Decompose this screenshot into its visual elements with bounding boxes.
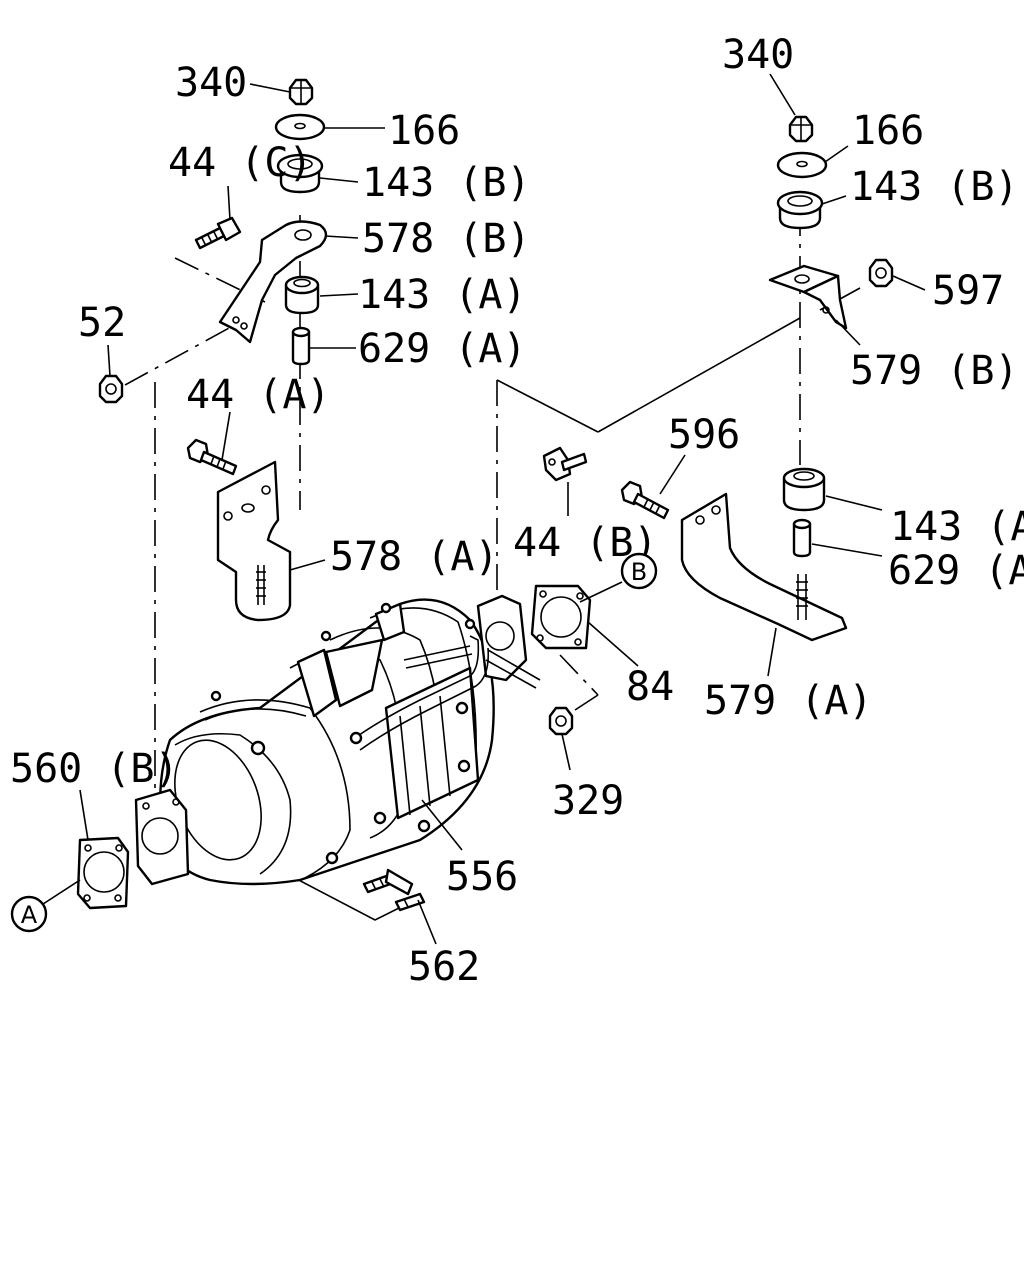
label-166-left: 166 — [388, 108, 460, 154]
bushing-143b-right — [776, 190, 824, 230]
label-143a-right: 143 (A) — [890, 504, 1024, 550]
ref-marker-a-letter: A — [21, 901, 38, 929]
label-629a-left: 629 (A) — [358, 326, 527, 372]
bushing-143a-left — [284, 275, 320, 315]
nut-597 — [868, 258, 894, 288]
nut-52 — [98, 374, 124, 404]
label-578a: 578 (A) — [330, 534, 499, 580]
label-562: 562 — [408, 944, 480, 990]
bracket-578b — [218, 220, 328, 344]
label-329: 329 — [552, 778, 624, 824]
bracket-579a — [680, 492, 848, 642]
bolt-44c — [194, 216, 242, 250]
ref-marker-a: A — [10, 895, 48, 933]
left-mount-stack — [98, 78, 328, 622]
clamp-44b — [542, 446, 588, 482]
label-340-right: 340 — [722, 32, 794, 78]
bracket-578a — [216, 460, 292, 622]
right-mount-stack — [542, 115, 894, 642]
gasket-560b — [76, 836, 130, 910]
label-629a-right: 629 (A) — [888, 548, 1024, 594]
label-597: 597 — [932, 268, 1004, 314]
washer-166-left — [274, 113, 326, 141]
leader-lines — [39, 73, 926, 945]
gasket-84 — [530, 584, 592, 650]
bracket-579b — [768, 264, 848, 330]
nut-340-left — [288, 78, 314, 106]
label-143b-right: 143 (B) — [850, 164, 1019, 210]
label-44a: 44 (A) — [186, 372, 331, 418]
label-579a: 579 (A) — [704, 678, 873, 724]
nut-329 — [548, 706, 574, 736]
ref-marker-b-letter: B — [631, 558, 647, 586]
bushing-143b-left — [276, 153, 324, 194]
label-556: 556 — [446, 854, 518, 900]
label-340-left: 340 — [175, 60, 247, 106]
label-166-right: 166 — [852, 108, 924, 154]
bushing-143a-right — [782, 467, 826, 512]
sleeve-629a-left — [291, 326, 311, 366]
label-44c: 44 (C) — [168, 140, 313, 186]
label-52: 52 — [78, 300, 126, 346]
label-84: 84 — [626, 664, 674, 710]
callout-labels: 340 166 44 (C) 143 (B) 578 (B) 143 (A) 5… — [10, 32, 1024, 990]
washer-166-right — [776, 151, 828, 179]
studs-562 — [362, 868, 426, 912]
bolt-44a — [186, 438, 238, 476]
ref-marker-b: B — [620, 552, 658, 590]
label-143b-left: 143 (B) — [362, 160, 531, 206]
label-578b: 578 (B) — [362, 216, 531, 262]
nut-340-right — [788, 115, 814, 143]
label-143a-left: 143 (A) — [358, 272, 527, 318]
label-596: 596 — [668, 412, 740, 458]
label-560b: 560 (B) — [10, 746, 179, 792]
dpf-assembly-556 — [134, 594, 541, 886]
sleeve-629a-right — [792, 518, 812, 558]
center-lines — [124, 210, 801, 790]
label-579b: 579 (B) — [850, 348, 1019, 394]
bolt-596 — [620, 480, 670, 520]
